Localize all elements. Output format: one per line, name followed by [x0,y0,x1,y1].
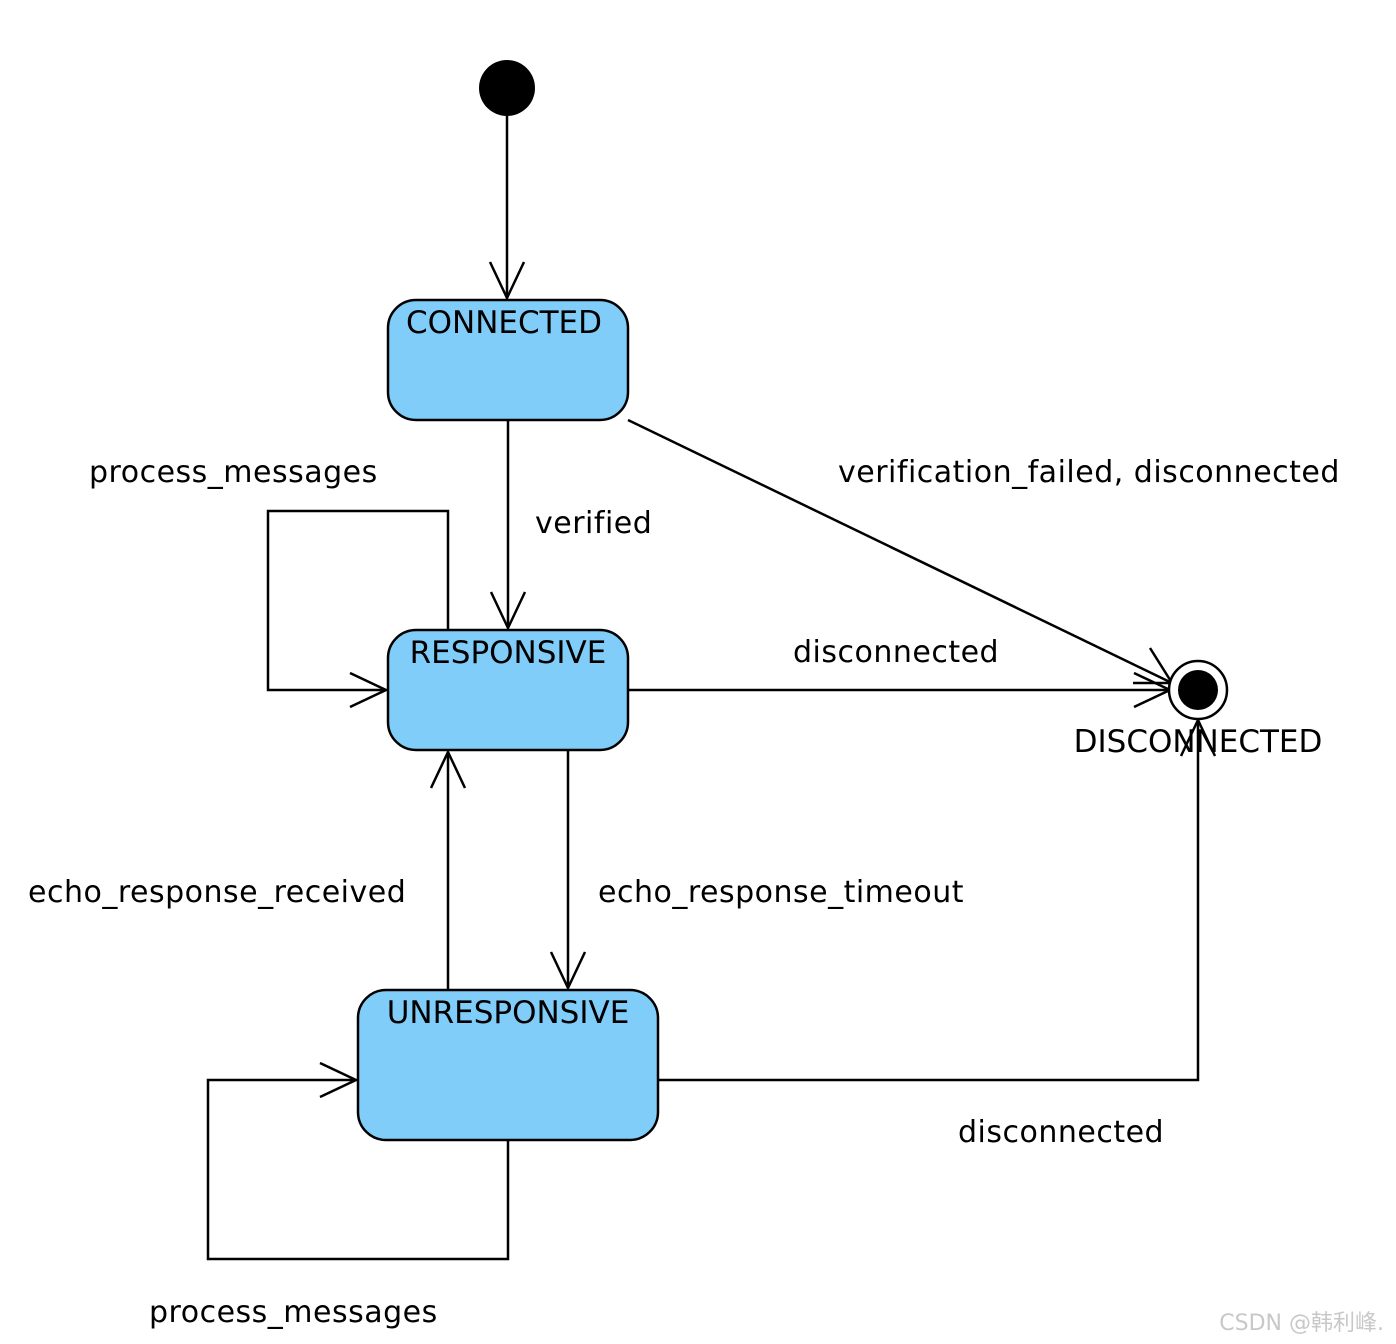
final-state-label: DISCONNECTED [1074,724,1323,760]
final-state-inner-dot [1178,670,1218,710]
label-responsive-process-messages: process_messages [89,455,378,490]
state-connected-label: CONNECTED [406,305,602,341]
label-unresponsive-disconnected: disconnected [958,1115,1164,1150]
final-state-disconnected[interactable]: DISCONNECTED [1074,659,1323,760]
edge-connected-to-disconnected [627,418,1173,685]
label-echo-response-timeout: echo_response_timeout [598,875,964,910]
arrowhead-responsive-self-loop [349,671,389,709]
state-unresponsive[interactable]: UNRESPONSIVE [356,988,660,1142]
label-verified: verified [535,506,652,541]
watermark: CSDN @韩利峰. [1219,1311,1384,1336]
label-unresponsive-process-messages: process_messages [149,1295,438,1330]
edge-unresponsive-to-disconnected [658,720,1200,1082]
arrowhead-connected-to-disconnected [1133,647,1175,685]
label-echo-response-received: echo_response_received [28,875,406,910]
state-responsive[interactable]: RESPONSIVE [386,628,630,752]
arrowhead-unresponsive-self-loop [319,1061,359,1099]
arrowhead-connected-to-responsive [489,591,527,631]
state-unresponsive-label: UNRESPONSIVE [387,995,630,1031]
arrowhead-unresponsive-to-responsive [429,749,467,789]
state-connected[interactable]: CONNECTED [386,298,630,422]
edge-responsive-self-loop [266,509,450,692]
initial-state [479,60,535,116]
arrowhead-responsive-to-unresponsive [549,951,587,991]
state-responsive-label: RESPONSIVE [410,635,607,671]
edge-unresponsive-self-loop [206,1078,510,1261]
label-verification-failed-disconnected: verification_failed, disconnected [838,455,1340,490]
label-responsive-disconnected: disconnected [793,635,999,670]
arrowhead-initial-to-connected [488,261,526,301]
